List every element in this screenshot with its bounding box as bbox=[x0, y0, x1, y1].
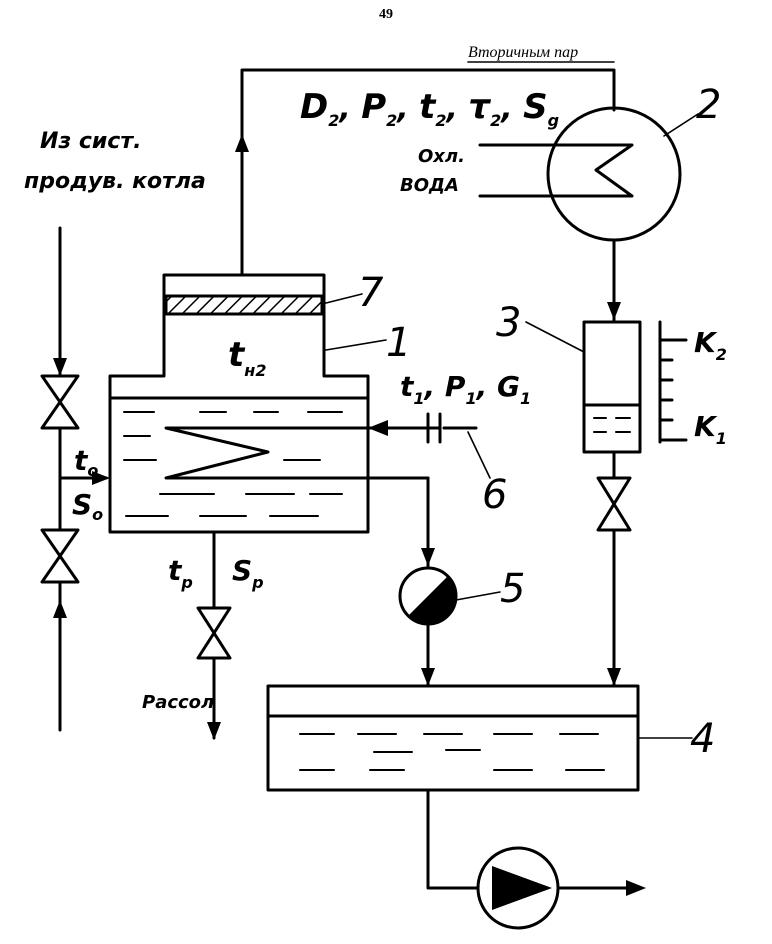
condensate-to-tank-arrow bbox=[607, 668, 621, 686]
callout-6-leader bbox=[467, 431, 491, 479]
brine-valve bbox=[196, 606, 232, 660]
page-number: 49 bbox=[379, 7, 393, 22]
callout-7-leader bbox=[321, 293, 363, 305]
callout-7: 7 bbox=[358, 270, 384, 316]
callout-5-leader bbox=[455, 591, 501, 601]
level-tank bbox=[582, 320, 642, 454]
k1-label: K1 bbox=[694, 410, 727, 448]
from-system-label-1: Из сист. bbox=[40, 129, 141, 154]
from-system-label-2: продув. котла bbox=[24, 169, 206, 194]
coil-condensate-pipe bbox=[366, 476, 430, 568]
steam-parameters: D2, P2, t2, τ2, Sg bbox=[300, 87, 559, 130]
condensate-valve bbox=[596, 476, 632, 532]
callout-5: 5 bbox=[500, 566, 525, 612]
secondary-steam-pipe bbox=[240, 68, 616, 277]
brine-label: Рассол bbox=[142, 692, 214, 713]
condensate-arrow bbox=[607, 302, 621, 320]
callout-1-leader bbox=[325, 339, 387, 351]
tank-water-dashes bbox=[299, 733, 605, 771]
tp-label: tp bbox=[168, 554, 193, 592]
cooling-water-label-2: ВОДА bbox=[400, 175, 459, 196]
callout-3: 3 bbox=[496, 300, 521, 346]
heating-coil bbox=[164, 426, 442, 480]
condenser-shell bbox=[546, 106, 682, 242]
evaporator-water-dashes bbox=[123, 411, 343, 517]
tank-outlet-pipe bbox=[426, 788, 480, 890]
evaporator-shell bbox=[108, 273, 370, 534]
secondary-steam-label: Вторичным пар bbox=[468, 44, 578, 61]
sp-label: Sp bbox=[232, 554, 264, 592]
blowdown-valve-lower bbox=[40, 528, 80, 584]
k2-label: K2 bbox=[694, 326, 727, 364]
level-scale bbox=[658, 320, 688, 444]
condenser-coil bbox=[478, 143, 634, 198]
callout-1: 1 bbox=[386, 320, 411, 366]
callout-6: 6 bbox=[482, 472, 507, 518]
separator-mesh bbox=[164, 294, 324, 316]
t0-label: to bbox=[74, 444, 98, 480]
s0-label: So bbox=[72, 488, 103, 524]
callout-3-leader bbox=[525, 321, 585, 353]
svg-text:D2, P2, t2, τ2, Sg: D2, P2, t2, τ2, Sg bbox=[300, 87, 559, 130]
callout-4: 4 bbox=[690, 716, 715, 762]
blowdown-valve-upper bbox=[40, 374, 80, 430]
collection-tank bbox=[266, 684, 640, 792]
steam-flow-arrow bbox=[235, 134, 249, 152]
cooling-water-label-1: Охл. bbox=[418, 146, 465, 167]
callout-2: 2 bbox=[696, 82, 721, 128]
callout-2-leader bbox=[663, 113, 699, 137]
t1-p1-g1-label: t1, P1, G1 bbox=[400, 370, 531, 408]
heating-steam-arrow bbox=[368, 420, 388, 436]
t-n2-label: tн2 bbox=[228, 335, 266, 380]
